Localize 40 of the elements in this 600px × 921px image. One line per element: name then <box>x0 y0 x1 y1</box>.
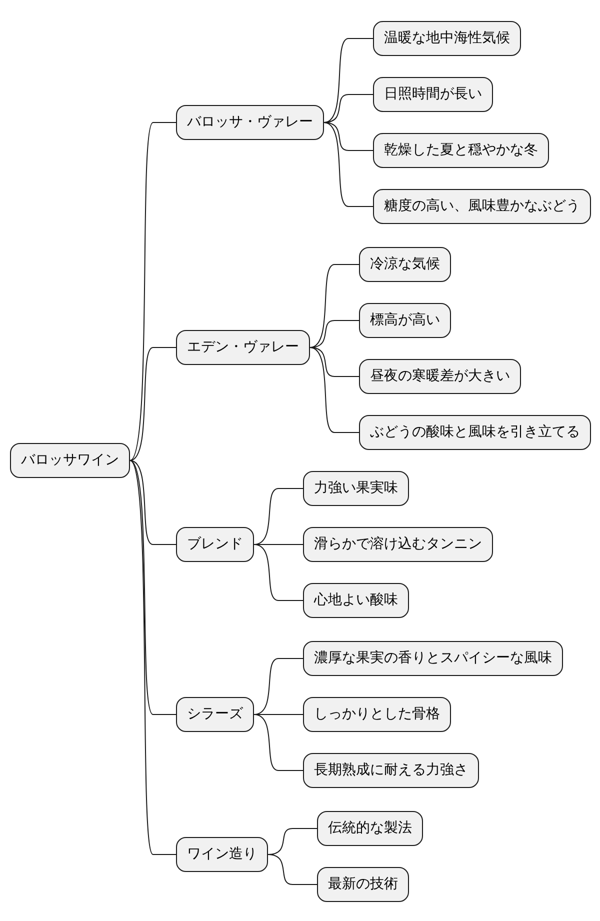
connector <box>268 854 318 885</box>
topic-box: エデン・ヴァレー <box>176 330 310 365</box>
topic-box: 心地よい酸味 <box>303 583 409 618</box>
root-topic-box: バロッサワイン <box>10 443 130 478</box>
connector <box>130 347 176 461</box>
topic-box: 糖度の高い、風味豊かなぶどう <box>373 189 591 224</box>
topic-box: 冷涼な気候 <box>359 247 451 282</box>
topic-box: ワイン造り <box>176 837 268 872</box>
topic-box: 長期熟成に耐える力強さ <box>303 753 479 788</box>
topic-box: 乾燥した夏と穏やかな冬 <box>373 133 549 168</box>
connector <box>310 347 360 377</box>
connector <box>130 460 176 545</box>
topic-box: しっかりとした骨格 <box>303 697 451 732</box>
topic-box: バロッサ・ヴァレー <box>176 105 324 140</box>
topic-box: 濃厚な果実の香りとスパイシーな風味 <box>303 641 563 676</box>
topic-box: シラーズ <box>176 697 254 732</box>
connector <box>324 38 374 123</box>
topic-box: 力強い果実味 <box>303 471 409 506</box>
connector <box>310 264 360 348</box>
connector <box>130 460 176 855</box>
topic-box: ぶどうの酸味と風味を引き立てる <box>359 415 591 450</box>
topic-box: ブレンド <box>176 527 254 562</box>
connector <box>254 488 304 545</box>
connector <box>130 122 176 461</box>
topic-box: 昼夜の寒暖差が大きい <box>359 359 521 394</box>
topic-box: 伝統的な製法 <box>317 811 423 846</box>
connector <box>130 460 176 715</box>
topic-box: 最新の技術 <box>317 867 409 902</box>
connector <box>324 122 374 151</box>
connector <box>254 658 304 715</box>
topic-box: 日照時間が長い <box>373 77 493 112</box>
connector <box>324 122 374 207</box>
connector <box>254 544 304 601</box>
connector <box>254 714 304 771</box>
topic-box: 標高が高い <box>359 303 451 338</box>
connector <box>310 347 360 433</box>
topic-box: 温暖な地中海性気候 <box>373 21 521 56</box>
connector <box>254 714 304 715</box>
connector <box>254 544 304 545</box>
topic-box: 滑らかで溶け込むタンニン <box>303 527 493 562</box>
